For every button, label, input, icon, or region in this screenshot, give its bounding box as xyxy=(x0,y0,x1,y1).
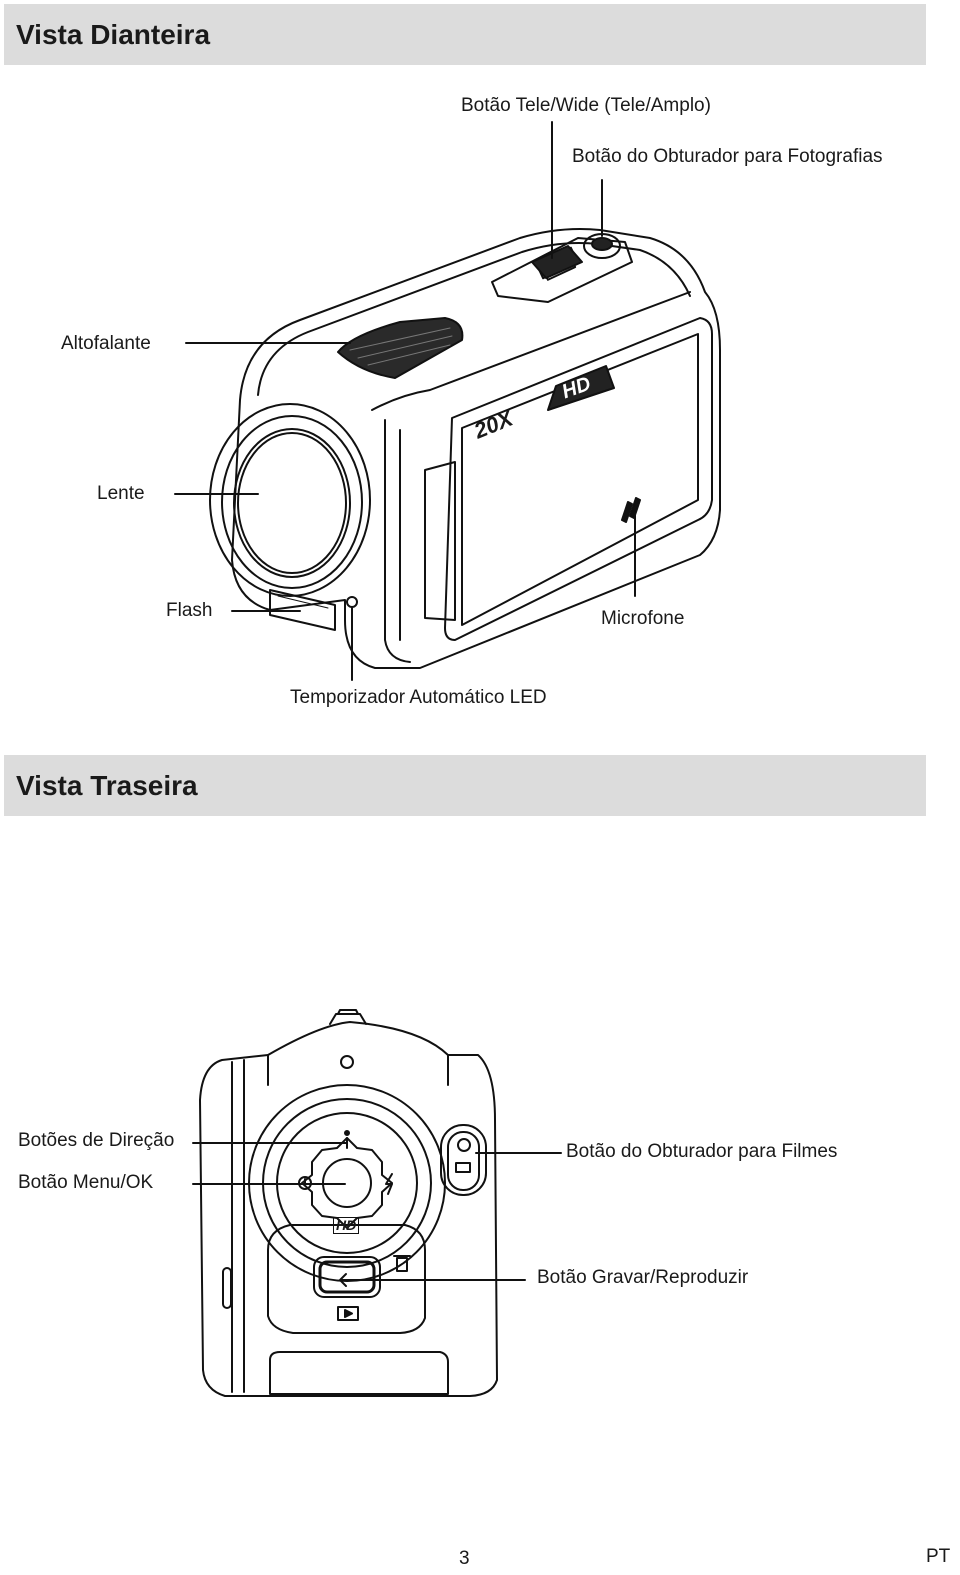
page-number: 3 xyxy=(459,1548,470,1569)
label-tele-wide: Botão Tele/Wide (Tele/Amplo) xyxy=(461,95,711,116)
zoom-lever[interactable] xyxy=(531,245,583,279)
status-led xyxy=(340,1055,354,1069)
callout-lines xyxy=(174,121,636,681)
speaker-grille xyxy=(337,317,464,379)
top-dial xyxy=(329,1009,367,1025)
front-view-header: Vista Dianteira xyxy=(4,4,926,65)
label-photo-shutter: Botão do Obturador para Fotografias xyxy=(572,146,883,167)
label-microphone: Microfone xyxy=(601,608,685,629)
label-flash: Flash xyxy=(166,600,213,621)
language-code: PT xyxy=(926,1546,951,1567)
back-hd-badge: HD xyxy=(333,1217,360,1235)
record-play-button[interactable] xyxy=(313,1256,381,1298)
label-lens: Lente xyxy=(97,483,145,504)
hd-badge-outline xyxy=(547,365,615,411)
flash xyxy=(269,589,336,631)
label-menu-ok: Botão Menu/OK xyxy=(18,1172,154,1193)
camcorder-body-back xyxy=(199,1021,498,1397)
delete-icon xyxy=(393,1255,411,1272)
camcorder-body-front xyxy=(231,228,721,669)
lower-button-area xyxy=(267,1224,426,1334)
camcorder-front-diagram xyxy=(174,121,721,681)
label-movie-shutter: Botão do Obturador para Filmes xyxy=(566,1141,838,1162)
back-view-title: Vista Traseira xyxy=(16,770,198,801)
lens xyxy=(209,403,371,597)
lcd-side-panel xyxy=(424,317,713,641)
label-direction-buttons: Botões de Direção xyxy=(18,1130,175,1151)
back-callout-lines xyxy=(192,1142,562,1281)
label-record-play: Botão Gravar/Reproduzir xyxy=(537,1267,749,1288)
play-icon xyxy=(337,1306,359,1321)
movie-shutter-button[interactable] xyxy=(440,1124,487,1196)
microphone xyxy=(621,497,641,523)
label-self-timer: Temporizador Automático LED xyxy=(290,687,547,708)
back-view-header: Vista Traseira xyxy=(4,755,926,816)
front-view-title: Vista Dianteira xyxy=(16,19,211,50)
label-speaker: Altofalante xyxy=(61,333,151,354)
flash-icon xyxy=(385,1173,393,1195)
